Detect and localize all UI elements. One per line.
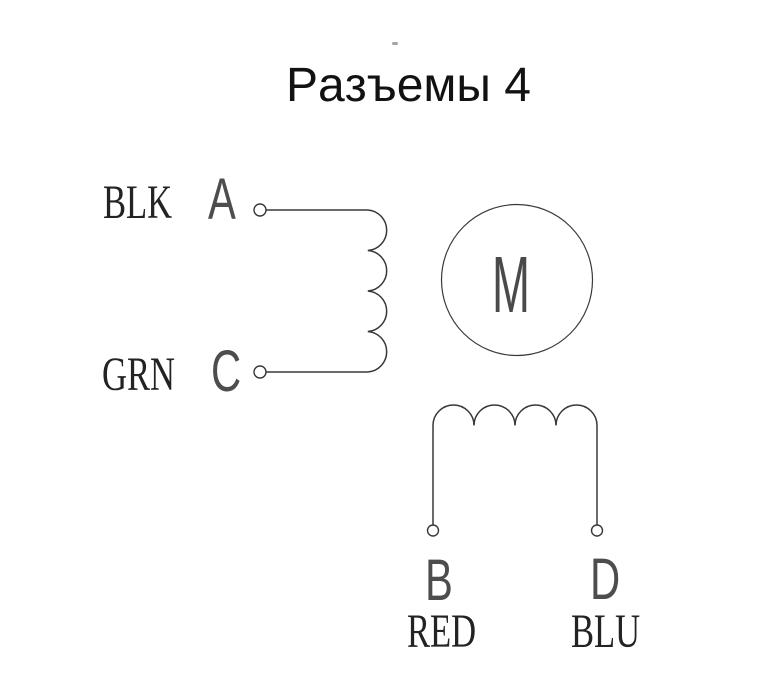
pin-label-c: C [211,339,242,404]
terminal-c-node [253,365,267,379]
scan-artifact-dot [392,42,398,45]
pin-label-b: B [425,548,453,613]
pin-label-d: D [590,547,621,612]
wire-color-label-blk: BLK [103,176,173,229]
terminal-a-node [253,203,267,217]
winding-bd-coil [432,404,598,525]
motor-letter: M [492,240,530,329]
terminal-d-node [590,524,604,537]
wire-color-label-red: RED [407,605,477,658]
winding-ac-coil [266,209,388,373]
terminal-b-node [426,524,440,537]
motor-circle [440,203,594,357]
wire-color-label-blu: BLU [571,605,641,658]
diagram-title: Разъемы 4 [286,59,531,112]
wire-color-label-grn: GRN [102,348,175,401]
pin-label-a: A [208,167,236,232]
